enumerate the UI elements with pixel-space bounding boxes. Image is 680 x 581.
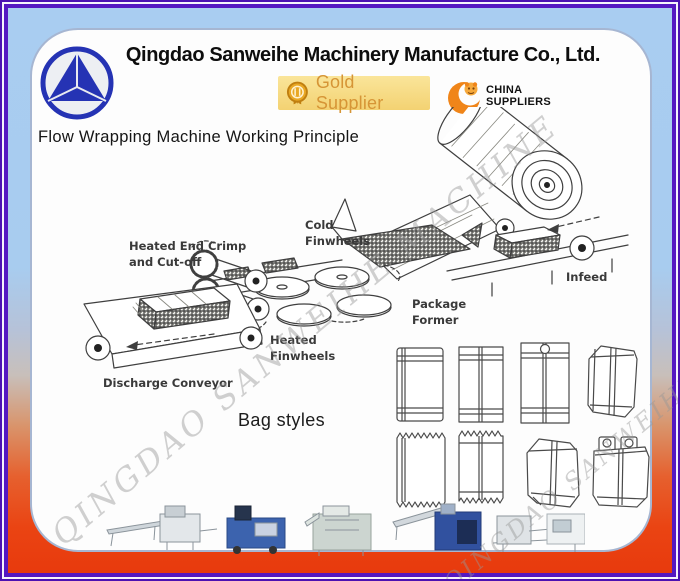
label-heated-end-crimp: Heated End Crimp and Cut-off <box>129 238 246 270</box>
bag-styles-label: Bag styles <box>238 410 326 430</box>
label-heated-end-crimp-line2: and Cut-off <box>129 255 202 269</box>
finwheels <box>254 264 401 327</box>
infeed-direction-arrow <box>547 216 600 233</box>
label-package-former-line2: Former <box>412 313 459 327</box>
china-suppliers-logo: CHINA SUPPLIERS <box>446 74 551 118</box>
bag-pillow-euro-hole <box>520 342 570 424</box>
bag-gusseted-block-bottom <box>526 438 580 508</box>
machine-light-gray <box>304 505 372 556</box>
discharge-conveyor <box>83 283 263 369</box>
gold-supplier-badge: Gold Supplier <box>278 72 430 113</box>
label-cold-finwheels-line1: Cold <box>305 218 334 232</box>
discharge-direction-arrow <box>126 333 215 350</box>
bag-styles-drawings <box>396 342 650 508</box>
label-cold-finwheels: Cold Finwheels <box>305 217 370 249</box>
bag-serrated-side-fin <box>396 432 446 508</box>
label-heated-end-crimp-line1: Heated End Crimp <box>129 239 247 253</box>
label-discharge-conveyor: Discharge Conveyor <box>103 376 233 390</box>
infeed-product <box>493 226 561 259</box>
china-suppliers-icon <box>448 82 482 114</box>
machine-thumbnails <box>106 503 585 556</box>
gold-medal-icon <box>286 81 308 105</box>
label-heated-finwheels: Heated Finwheels <box>270 332 335 364</box>
bag-eyelet-tabs <box>592 436 650 508</box>
package-former <box>331 198 483 268</box>
wrapped-package <box>132 287 231 330</box>
label-heated-finwheels-line2: Finwheels <box>270 349 336 363</box>
film-roll <box>437 107 583 220</box>
label-package-former-line1: Package <box>412 297 467 311</box>
china-suppliers-line1: CHINA <box>486 84 523 96</box>
gold-supplier-label: Gold Supplier <box>315 72 384 113</box>
bag-pillow-side-fin <box>396 347 444 422</box>
section-title: Flow Wrapping Machine Working Principle <box>38 128 360 146</box>
infeed-conveyor <box>446 216 629 297</box>
label-package-former: Package Former <box>412 296 466 328</box>
china-suppliers-text: CHINA SUPPLIERS <box>486 84 551 108</box>
bag-serrated-center-fin <box>458 430 504 504</box>
label-heated-finwheels-line1: Heated <box>270 333 317 347</box>
machine-flow-wrapper-gray <box>106 505 218 550</box>
label-infeed: Infeed <box>566 270 608 284</box>
company-name: Qingdao Sanweihe Machinery Manufacture C… <box>125 44 601 66</box>
china-suppliers-line2: SUPPLIERS <box>486 96 552 108</box>
bag-gusseted <box>587 345 638 418</box>
machine-wrapper-with-tunnel <box>492 513 585 552</box>
bag-pillow-center-fin <box>458 346 504 423</box>
machine-blue <box>226 505 286 554</box>
label-cold-finwheels-line2: Finwheels <box>305 234 371 248</box>
machine-dark-blue-with-conveyor <box>392 503 482 551</box>
flow-wrapper-principle-diagram <box>83 107 629 369</box>
sanweihe-triangle-logo-icon <box>40 46 114 120</box>
